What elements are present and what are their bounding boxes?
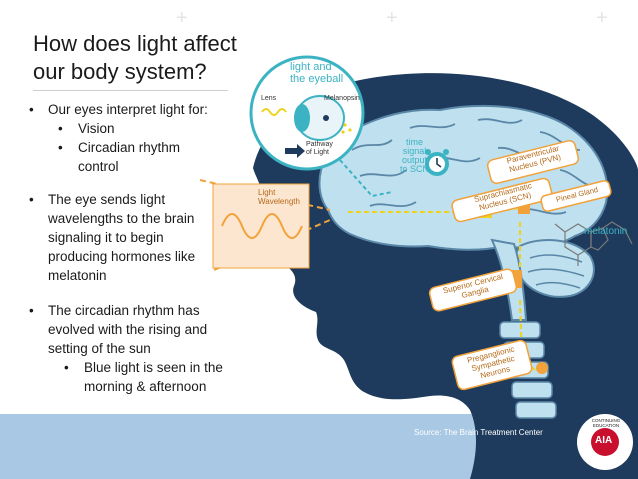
eye-detail-panel [249,55,365,171]
bullet-wavelengths: The eye sends light wavelengths to the b… [26,190,241,285]
plus-icon: + [176,7,188,29]
aia-logo-mark: AIA [595,435,613,446]
aia-logo-ring-text: CONTINUING EDUCATION [591,418,621,428]
bullet-list: Our eyes interpret light for: Vision Cir… [26,100,241,396]
light-wavelength-label: Light Wavelength [258,188,300,206]
plus-icon: + [386,7,398,29]
bullet-blue-light: Blue light is seen in the morning & afte… [26,358,241,396]
bullet-vision: Vision [26,119,241,138]
brain [318,104,609,251]
slide-title: How does light affect our body system? [33,30,263,86]
title-line-1: How does light affect [33,31,237,56]
title-divider [33,90,228,91]
melanopsin-label: Melanopsin [324,95,360,102]
lens-label: Lens [261,95,277,102]
title-line-2: our body system? [33,59,207,84]
label-boxes [428,139,612,391]
bullet-circadian-rhythm: The circadian rhythm has evolved with th… [26,301,241,358]
time-signal-label: time signal output to SCN [400,137,430,174]
aia-logo [577,414,633,470]
eye-connector [339,159,393,198]
eye-title: light and the eyeball [290,61,344,85]
pathway-label: Pathway of Light [306,141,333,156]
bullet-eyes: Our eyes interpret light for: [26,100,241,119]
alarm-clock-icon [425,149,449,176]
plus-icon: + [596,7,608,29]
source-credit: Source: The Brain Treatment Center [414,428,543,437]
melatonin-label: melatonin [584,226,628,237]
melatonin-molecule-icon [554,221,633,266]
